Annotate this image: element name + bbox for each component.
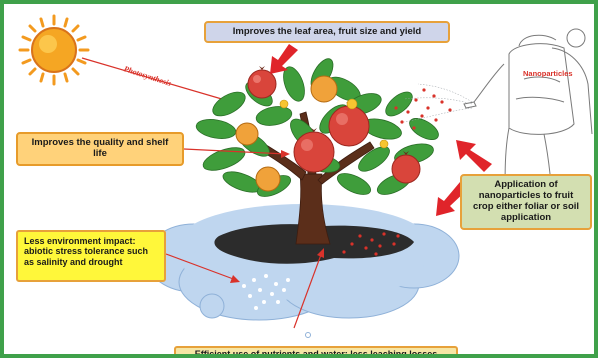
environment-impact-box: Less environment impact: abiotic stress … bbox=[16, 230, 166, 282]
nutrient-efficiency-banner: Efficient use of nutrients and water: le… bbox=[174, 346, 458, 358]
sun-icon bbox=[20, 16, 88, 84]
quality-shelf-life-box: Improves the quality and shelf life bbox=[16, 132, 184, 166]
leaf-area-banner: Improves the leaf area, fruit size and y… bbox=[204, 21, 450, 43]
nanoparticles-label: Nanoparticles bbox=[523, 69, 573, 78]
arrow-to-tree-from-sprayer bbox=[456, 140, 492, 172]
nanoparticle-application-box: Application of nanoparticles to fruit cr… bbox=[460, 174, 592, 230]
spray-mist bbox=[404, 84, 472, 122]
